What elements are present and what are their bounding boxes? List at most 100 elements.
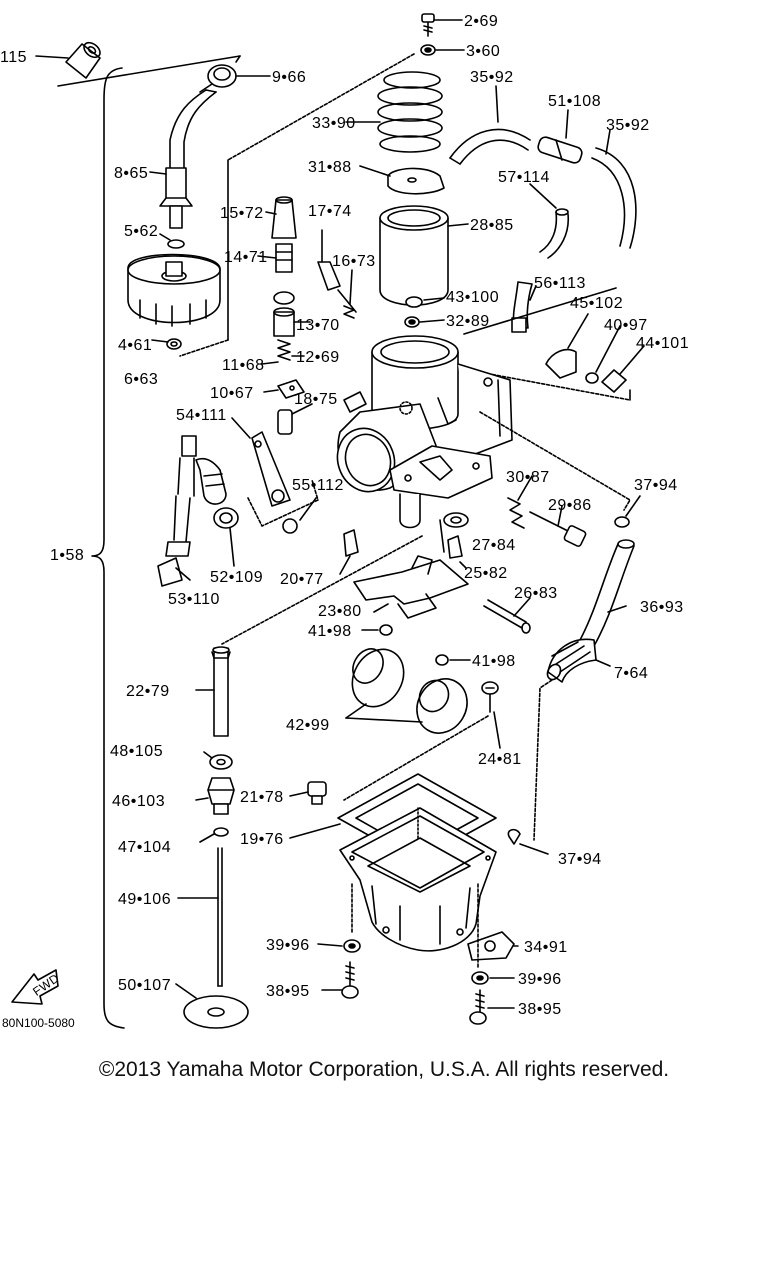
part-clip-32-89[interactable] [405,317,444,327]
carburetor-body[interactable] [329,336,512,528]
callout-52-109: 52•109 [210,569,263,586]
callout-6-63: 6•63 [124,371,158,388]
part-spring-33-90[interactable] [346,72,442,152]
part-25-82[interactable] [448,536,466,568]
part-needle-49-106[interactable] [178,848,222,986]
part-41-98-a[interactable] [362,625,392,635]
part-needle-jet-46-103[interactable] [196,778,234,814]
callout-115: 115 [0,49,27,66]
callout-48-105: 48•105 [110,743,163,760]
part-oring-47-104[interactable] [200,828,228,842]
callout-11-68: 11•68 [222,357,265,374]
part-43-100[interactable] [406,297,444,307]
part-screw-38-95-left[interactable] [322,962,358,998]
part-spring-16-73[interactable] [344,270,354,318]
callout-7-64: 7•64 [614,665,648,682]
callout-32-89: 32•89 [446,313,490,330]
part-bracket-10-67[interactable] [264,380,304,398]
callout-54-111: 54•111 [176,407,227,424]
part-54-111[interactable] [232,418,290,506]
callout-25-82: 25•82 [464,565,508,582]
part-joint-51-108[interactable] [537,110,584,164]
callout-41-98-a: 41•98 [308,623,352,640]
part-floats-42-99[interactable] [342,640,477,742]
part-spring-12-69[interactable] [278,340,304,360]
part-screw-29-86[interactable] [530,506,587,547]
callout-9-66: 9•66 [272,69,306,86]
hose-35-92-right[interactable] [592,148,636,248]
part-oring-5-62[interactable] [168,240,184,248]
part-washer-39-96-left[interactable] [318,940,360,952]
part-screw-38-95-right[interactable] [470,990,514,1024]
part-washer-48-105[interactable] [204,752,232,769]
part-oring-6-63[interactable] [167,339,181,349]
hose-57-114[interactable] [540,212,568,258]
part-40-97[interactable] [586,326,620,383]
callout-18-75: 18•75 [294,391,338,408]
callout-14-71: 14•71 [224,249,268,266]
callout-5-62: 5•62 [124,223,158,240]
part-needle-cap-15-72[interactable] [266,197,296,238]
part-clip-37-94-lower[interactable] [508,830,548,854]
part-bracket-34-91[interactable] [468,932,518,960]
callout-2-69: 2•69 [464,13,498,30]
copyright-notice: ©2013 Yamaha Motor Corporation, U.S.A. A… [98,1058,670,1081]
part-screw-24-81[interactable] [482,682,500,748]
part-cap-115[interactable] [66,40,103,78]
part-13-70[interactable] [274,292,310,336]
callout-15-72: 15•72 [220,205,264,222]
part-41-98-b[interactable] [436,655,470,665]
part-pin-26-83[interactable] [484,598,530,633]
callout-19-76: 19•76 [240,831,284,848]
callout-35-92-left: 35•92 [470,69,514,86]
callout-56-113: 56•113 [534,275,586,292]
callout-1-58: 1•58 [50,547,84,564]
part-washer-39-96-right[interactable] [472,972,514,984]
callout-36-93: 36•93 [640,599,684,616]
part-choke-cable-53-110[interactable] [158,436,226,586]
part-plate-31-88[interactable] [360,166,444,194]
part-washer-3-60[interactable] [421,45,464,55]
callout-34-91: 34•91 [524,939,568,956]
part-52-109[interactable] [214,508,238,566]
part-fitting-8-65[interactable] [150,168,192,228]
carburetor-exploded-view: 115 2•69 3•60 9•66 35•92 51•108 35•92 33… [0,13,689,1040]
parts-diagram: 115 2•69 3•60 9•66 35•92 51•108 35•92 33… [0,13,689,1040]
callout-20-77: 20•77 [280,571,324,588]
part-throttle-slide-28-85[interactable] [380,206,468,305]
part-screw-2-69[interactable] [422,14,462,36]
part-elbow-45-102[interactable] [546,314,588,378]
callout-13-70: 13•70 [296,317,340,334]
part-cap-4-61[interactable] [128,255,220,327]
part-washer-27-84[interactable] [444,513,468,527]
part-emulsion-tube-22-79[interactable] [196,647,230,736]
callout-40-97: 40•97 [604,317,648,334]
part-hose-36-93[interactable] [580,540,634,646]
part-spring-30-87[interactable] [508,476,532,528]
callout-24-81: 24•81 [478,751,522,768]
part-20-77[interactable] [340,530,358,574]
part-clip-37-94-upper[interactable] [615,496,640,527]
part-float-arm-23-80[interactable] [354,556,468,618]
callout-12-69: 12•69 [296,349,340,366]
callout-44-101: 44•101 [636,335,689,352]
callout-38-95-left: 38•95 [266,983,310,1000]
part-17-74[interactable] [318,230,356,312]
part-18-75[interactable] [278,404,312,434]
part-44-101[interactable] [602,346,644,392]
part-fitting-9-66[interactable] [208,65,270,87]
part-56-113[interactable] [512,282,536,332]
callout-43-100: 43•100 [446,289,499,306]
callout-31-88: 31•88 [308,159,352,176]
part-washer-50-107[interactable] [176,984,248,1028]
callout-16-73: 16•73 [332,253,376,270]
hose-vent[interactable] [170,90,216,172]
part-21-78[interactable] [290,782,326,804]
part-float-bowl[interactable] [340,808,496,951]
fwd-arrow-icon [12,970,58,1004]
part-14-71[interactable] [258,244,292,272]
callout-37-94-upper: 37•94 [634,477,678,494]
hose-35-92-left[interactable] [450,130,530,164]
callout-49-106: 49•106 [118,891,171,908]
part-boot-7-64[interactable] [545,639,610,682]
